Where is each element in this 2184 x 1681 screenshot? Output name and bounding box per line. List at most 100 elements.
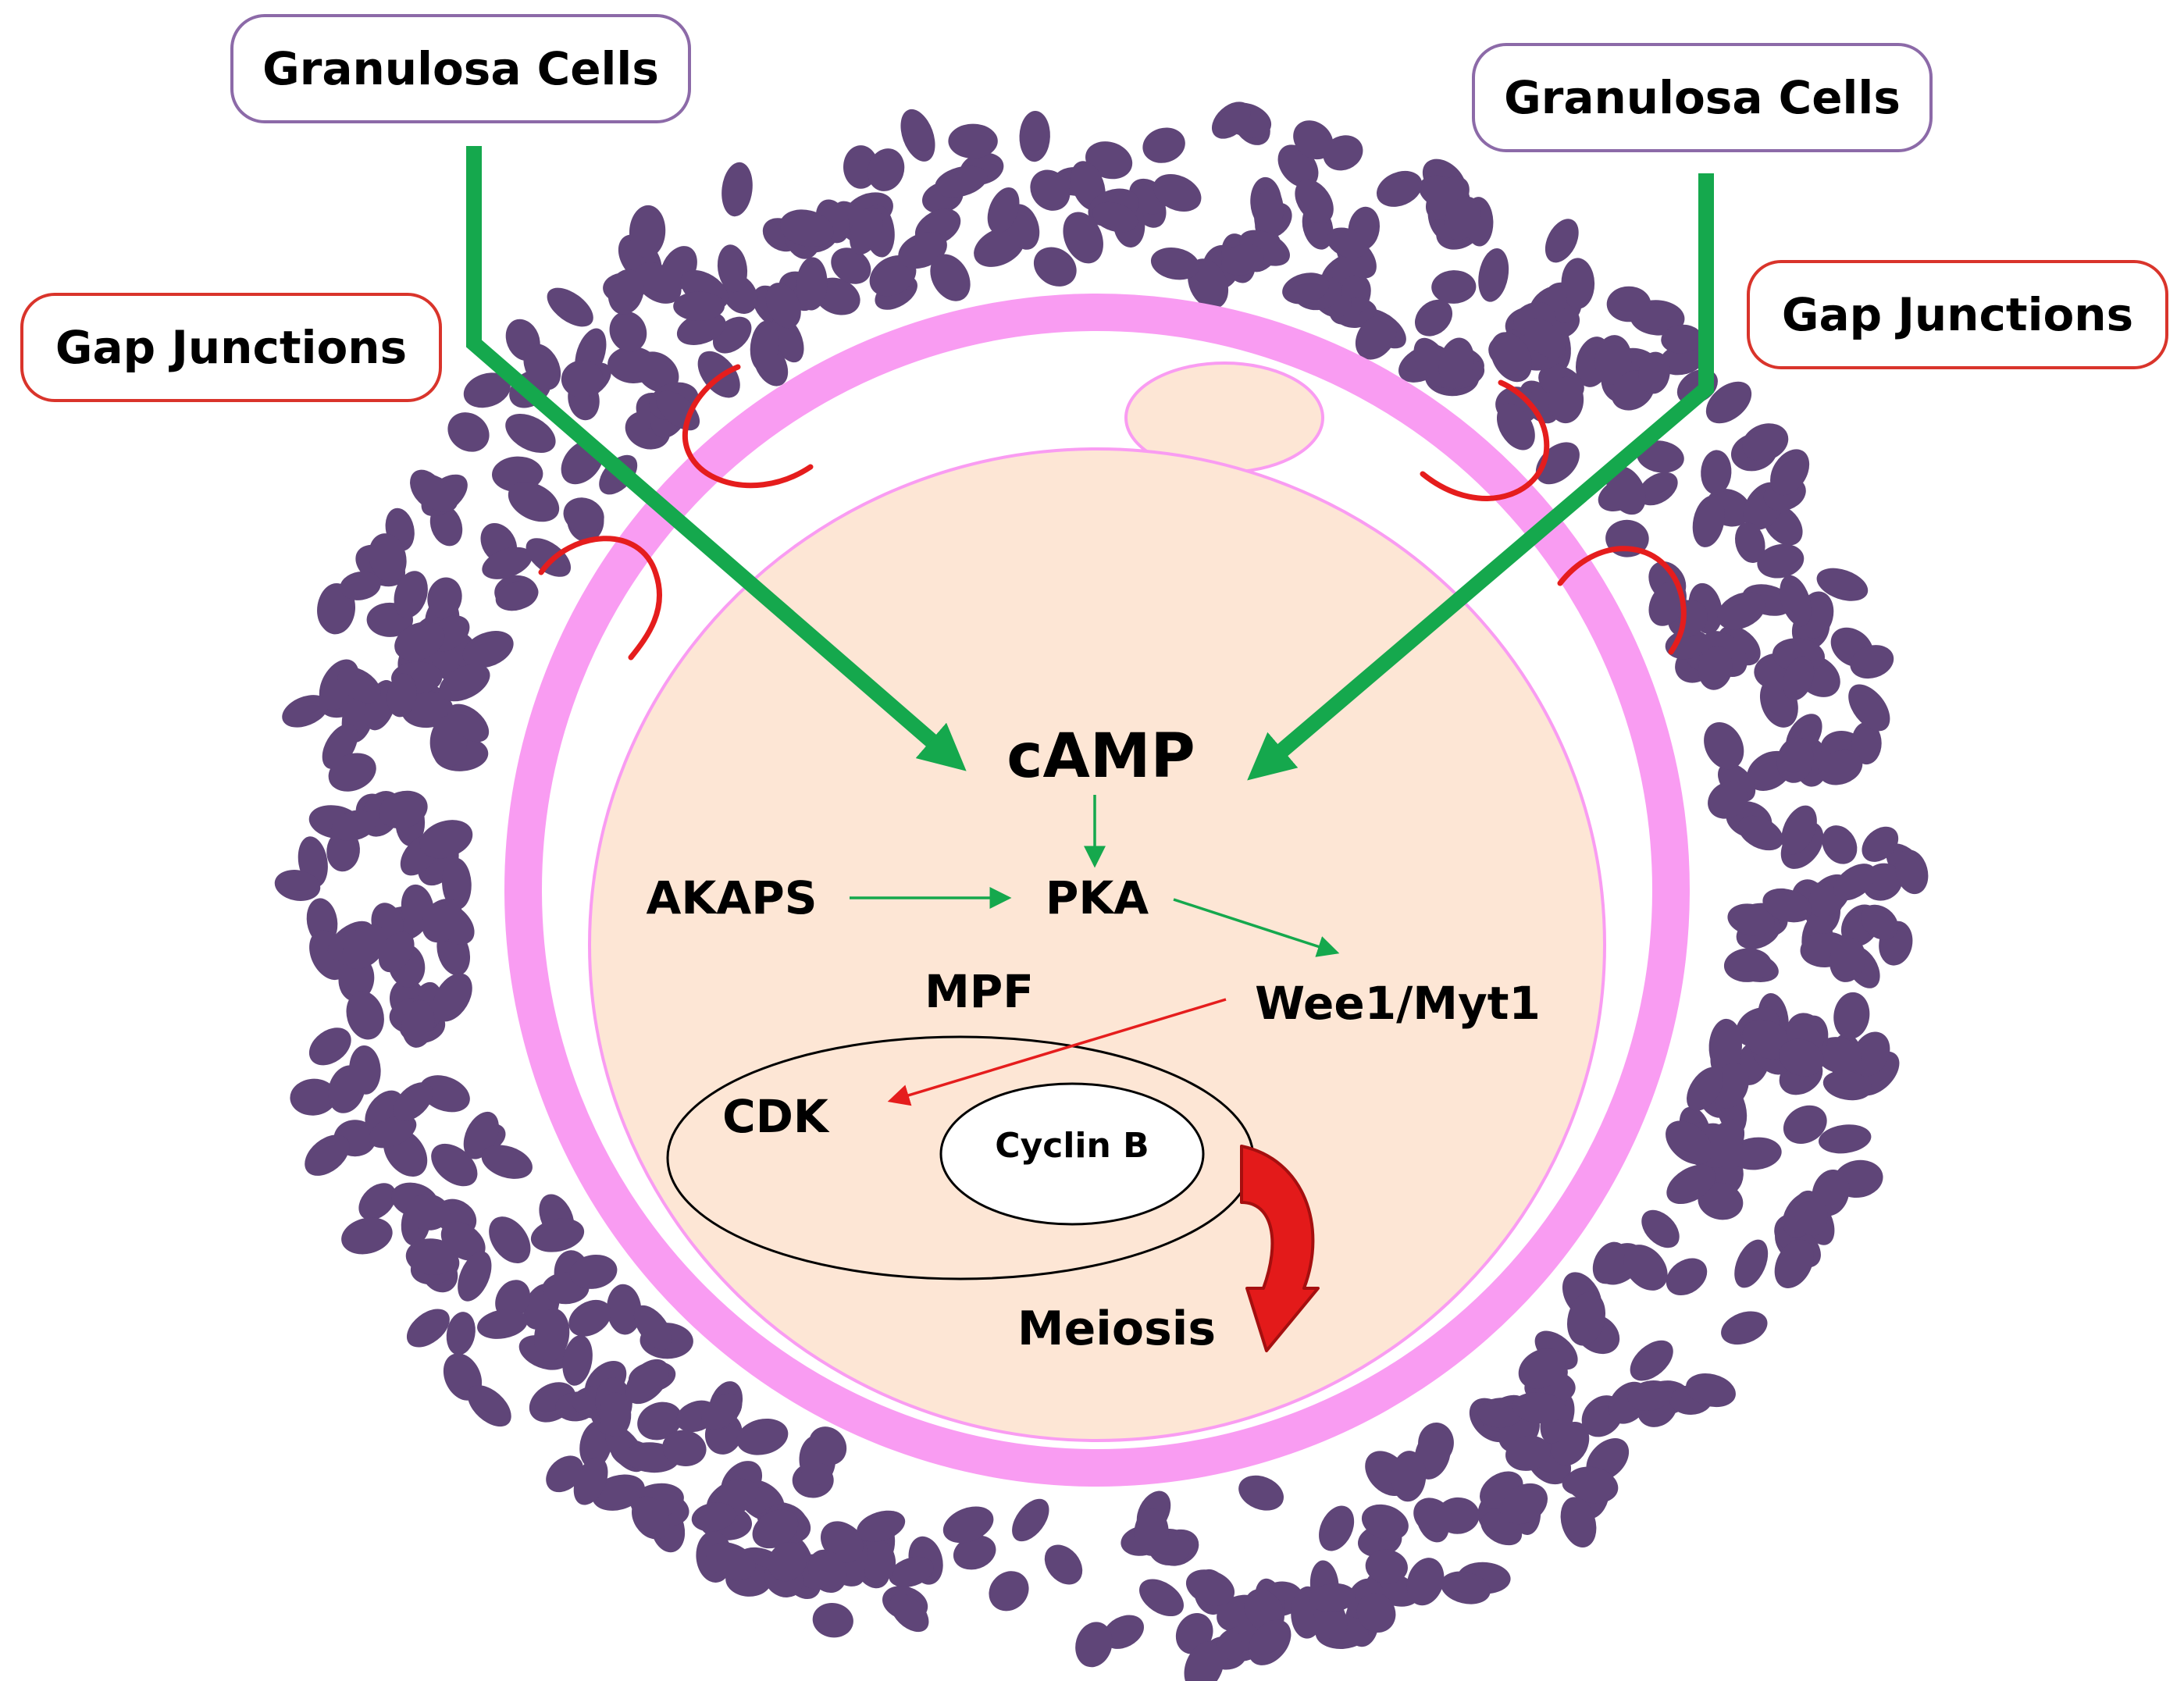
granulosa-cell [1637,472,1678,506]
granulosa-cell [1780,575,1812,627]
granulosa-cell [1848,684,1890,732]
granulosa-cell [662,1430,707,1466]
granulosa-cell [508,482,560,522]
granulosa-cell [1044,1544,1083,1585]
granulosa-cell [431,1143,478,1187]
granulosa-cell [779,209,834,248]
granulosa-cell [1815,1037,1863,1074]
granulosa-cell [607,1284,642,1335]
granulosa-cell [1414,299,1453,337]
granulosa-cell [394,621,445,661]
granulosa-cell [1708,781,1748,819]
granulosa-cell [340,571,381,600]
granulosa-cell [477,1309,528,1339]
granulosa-cell [495,580,539,611]
granulosa-cell [637,1401,682,1441]
granulosa-cell [440,1221,486,1261]
granulosa-cell [942,1506,994,1544]
granulosa-cell [850,207,883,255]
granulosa-cell [752,1509,799,1549]
granulosa-cell [1833,864,1876,901]
granulosa-cell [1282,272,1330,305]
granulosa-cell [481,1145,533,1179]
granulosa-cell [433,973,472,1022]
cyclin-b-node [939,1082,1205,1226]
granulosa-cell [406,1309,450,1348]
granulosa-cell [447,412,490,452]
granulosa-cell [1861,904,1899,940]
granulosa-cell [1705,381,1752,424]
granulosa-cell [1505,1435,1551,1471]
granulosa-cell [1776,737,1814,783]
granulosa-cell-layer [274,102,1929,1681]
granulosa-cell [631,1496,670,1540]
granulosa-cell [282,695,329,728]
granulosa-cell [706,1542,756,1581]
gap-junction-arcs [538,364,1687,661]
granulosa-cell [1630,1340,1673,1381]
granulosa-cell [1734,1239,1769,1288]
zona-pellucida [504,294,1690,1487]
granulosa-cell [446,1312,476,1355]
granulosa-cell [358,1183,397,1220]
granulosa-cell [1723,948,1772,982]
granulosa-cell [1295,179,1334,224]
granulosa-cell [1496,403,1535,451]
granulosa-cell [523,344,561,390]
granulosa-cell [331,810,376,841]
granulosa-cell [346,991,384,1040]
granulosa-cell [1477,1398,1523,1428]
granulosa-cell [1092,201,1138,233]
granulosa-cell [857,1538,896,1583]
granulosa-cell [1742,423,1789,461]
granulosa-cell [1762,888,1812,923]
granulosa-cell [1606,286,1651,322]
granulosa-cell [1153,174,1202,212]
granulosa-cell [458,1251,492,1302]
granulosa-cell [808,1426,847,1466]
granulosa-cell [1184,1641,1224,1681]
granulosa-cell [1850,645,1894,679]
granulosa-cell [369,533,407,582]
pka-label: PKA [1046,871,1149,924]
granulosa-cell [765,283,801,329]
akaps-label: AKAPS [646,871,817,924]
granulosa-cell [900,109,935,162]
granulosa-cell [1687,1067,1723,1111]
granulosa-cell [768,1542,807,1582]
meiosis-arrow [1240,1145,1320,1352]
granulosa-cell [1075,1622,1113,1668]
granulosa-cell [1774,1239,1814,1288]
granulosa-cell [625,1359,669,1405]
gap-junctions-label-left: Gap Junctions [20,293,442,402]
granulosa-cell [1783,1105,1827,1144]
granulosa-cell [1103,1615,1144,1649]
granulosa-to-camp-arrow-left [466,146,967,771]
granulosa-cell [422,899,463,943]
granulosa-cell [1293,120,1334,160]
granulosa-cell [1852,1031,1890,1077]
granulosa-cell [1356,1593,1396,1633]
granulosa-cell [1323,135,1363,171]
granulosa-cell [1185,1569,1235,1606]
granulosa-cell [1648,580,1687,626]
granulosa-cell [349,1045,381,1095]
granulosa-cell [1606,465,1646,515]
granulosa-cell [1770,449,1810,496]
granulosa-cell [1692,495,1725,547]
granulosa-cell [796,257,828,311]
granulosa-cell [1818,1124,1872,1154]
granulosa-cell [1406,1558,1445,1606]
gap-junction-arc-upper-right [1420,379,1550,501]
granulosa-cell [342,924,387,970]
granulosa-cell [634,262,682,304]
granulosa-cell [328,753,376,792]
granulosa-cell [1478,248,1509,302]
granulosa-cell [676,312,726,345]
granulosa-cell [1150,247,1200,280]
granulosa-cell [812,1602,853,1638]
granulosa-cell [1638,351,1670,394]
granulosa-cell [1779,1038,1824,1077]
granulosa-cell [1623,1245,1668,1291]
gap-junctions-label-right: Gap Junctions [1747,260,2168,369]
